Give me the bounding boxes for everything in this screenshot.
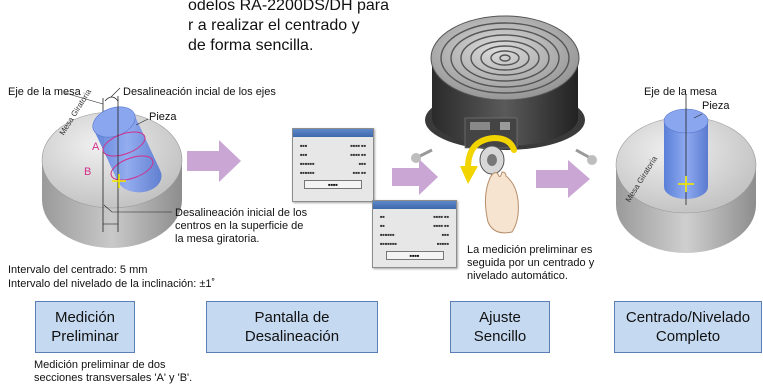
intro-line-2: r a realizar el centrado y — [188, 17, 360, 34]
section-a-ellipse — [102, 131, 146, 157]
stage-label: Centrado/Nivelado Completo — [625, 309, 751, 345]
instrument-rings — [440, 22, 570, 94]
centered-complete-diagram — [615, 95, 757, 253]
dialog-row: ■■■■■■■■■ — [380, 232, 449, 237]
dialog-row: ■■■■■■■■■ ■■ — [300, 170, 366, 175]
stage-label: Pantalla de Desalineación — [244, 309, 340, 345]
dialog-row: ■■■■■■■ ■■ — [300, 143, 366, 148]
misalignment-screen-dialog: ■■■■■■■ ■■ ■■■■■■■ ■■ ■■■■■■■■■ ■■■■■■■■… — [292, 128, 374, 202]
stage-easy-adjustment: Ajuste Sencillo — [450, 301, 550, 353]
table-axis-label: Eje de la mesa — [8, 86, 81, 98]
axis-leader — [64, 92, 104, 105]
flow-arrow-2 — [392, 159, 438, 195]
workpiece-leader — [693, 113, 703, 119]
dialog-row: ■■■■■■ ■■ — [380, 223, 449, 228]
preliminary-measurement-diagram — [41, 87, 183, 248]
adjustment-knob-center — [487, 154, 497, 166]
rotate-arrow-head — [460, 166, 478, 184]
right-table-axis-label: Eje de la mesa — [644, 86, 717, 98]
dialog-row: ■■■■■■■ ■■ — [300, 152, 366, 157]
flow-arrow-1 — [187, 140, 241, 182]
section-a-label: A — [92, 141, 100, 153]
hand-illustration — [484, 171, 519, 234]
section-b-label: B — [84, 166, 92, 178]
workpiece-label: Pieza — [149, 111, 177, 123]
misalignment-leader — [110, 87, 121, 98]
rotary-table-instrument — [411, 15, 597, 234]
intro-line-3: de forma sencilla. — [188, 37, 314, 54]
dialog-title-bar — [293, 129, 373, 137]
intro-text: odelos RA-2200DS/DH para r a realizar el… — [188, 0, 389, 56]
stage-misalignment-screen: Pantalla de Desalineación — [206, 301, 378, 353]
dialog-row: ■■■■■■■■■ — [300, 161, 366, 166]
stage-centering-leveling-complete: Centrado/Nivelado Completo — [614, 301, 762, 353]
instrument-display-2 — [500, 122, 510, 130]
instrument-note: La medición preliminar es seguida por un… — [467, 244, 595, 282]
footnote: Medición preliminar de dos secciones tra… — [34, 359, 193, 384]
surface-misalignment-label: Desalineación inicial de los centros en … — [175, 207, 308, 245]
dialog-row: ■■■■■■ ■■ — [380, 214, 449, 219]
misalignment-bracket — [104, 96, 119, 102]
workpiece-leader — [135, 118, 149, 126]
right-workpiece-label: Pieza — [702, 100, 730, 112]
surface-misalignment-leader — [103, 204, 172, 213]
leveling-screen-dialog: ■■■■■■ ■■ ■■■■■■ ■■ ■■■■■■■■■ ■■■■■■■■■■… — [372, 200, 457, 268]
stage-label: Ajuste Sencillo — [473, 309, 527, 345]
stage-preliminary-measurement: Medición Preliminar — [35, 301, 135, 353]
section-b-ellipse — [110, 155, 154, 181]
flow-arrow-3 — [536, 160, 590, 198]
dialog-row: ■■■■■■■■■■■■ — [380, 241, 449, 246]
intro-line-1: odelos RA-2200DS/DH para — [188, 0, 389, 14]
dialog-button: ■■■■ — [385, 251, 444, 260]
leveling-interval: Intervalo del nivelado de la inclinación… — [8, 278, 216, 290]
initial-misalignment-label: Desalineación incial de los ejes — [123, 86, 276, 98]
stage-label: Medición Preliminar — [51, 309, 119, 345]
instrument-knob-left — [411, 153, 421, 163]
dialog-button: ■■■■ — [304, 180, 362, 189]
instrument-knob-right — [587, 155, 597, 165]
rotate-arrow — [465, 134, 517, 171]
dialog-title-bar — [373, 201, 456, 209]
centering-interval: Intervalo del centrado: 5 mm — [8, 264, 148, 276]
instrument-display — [470, 122, 490, 130]
